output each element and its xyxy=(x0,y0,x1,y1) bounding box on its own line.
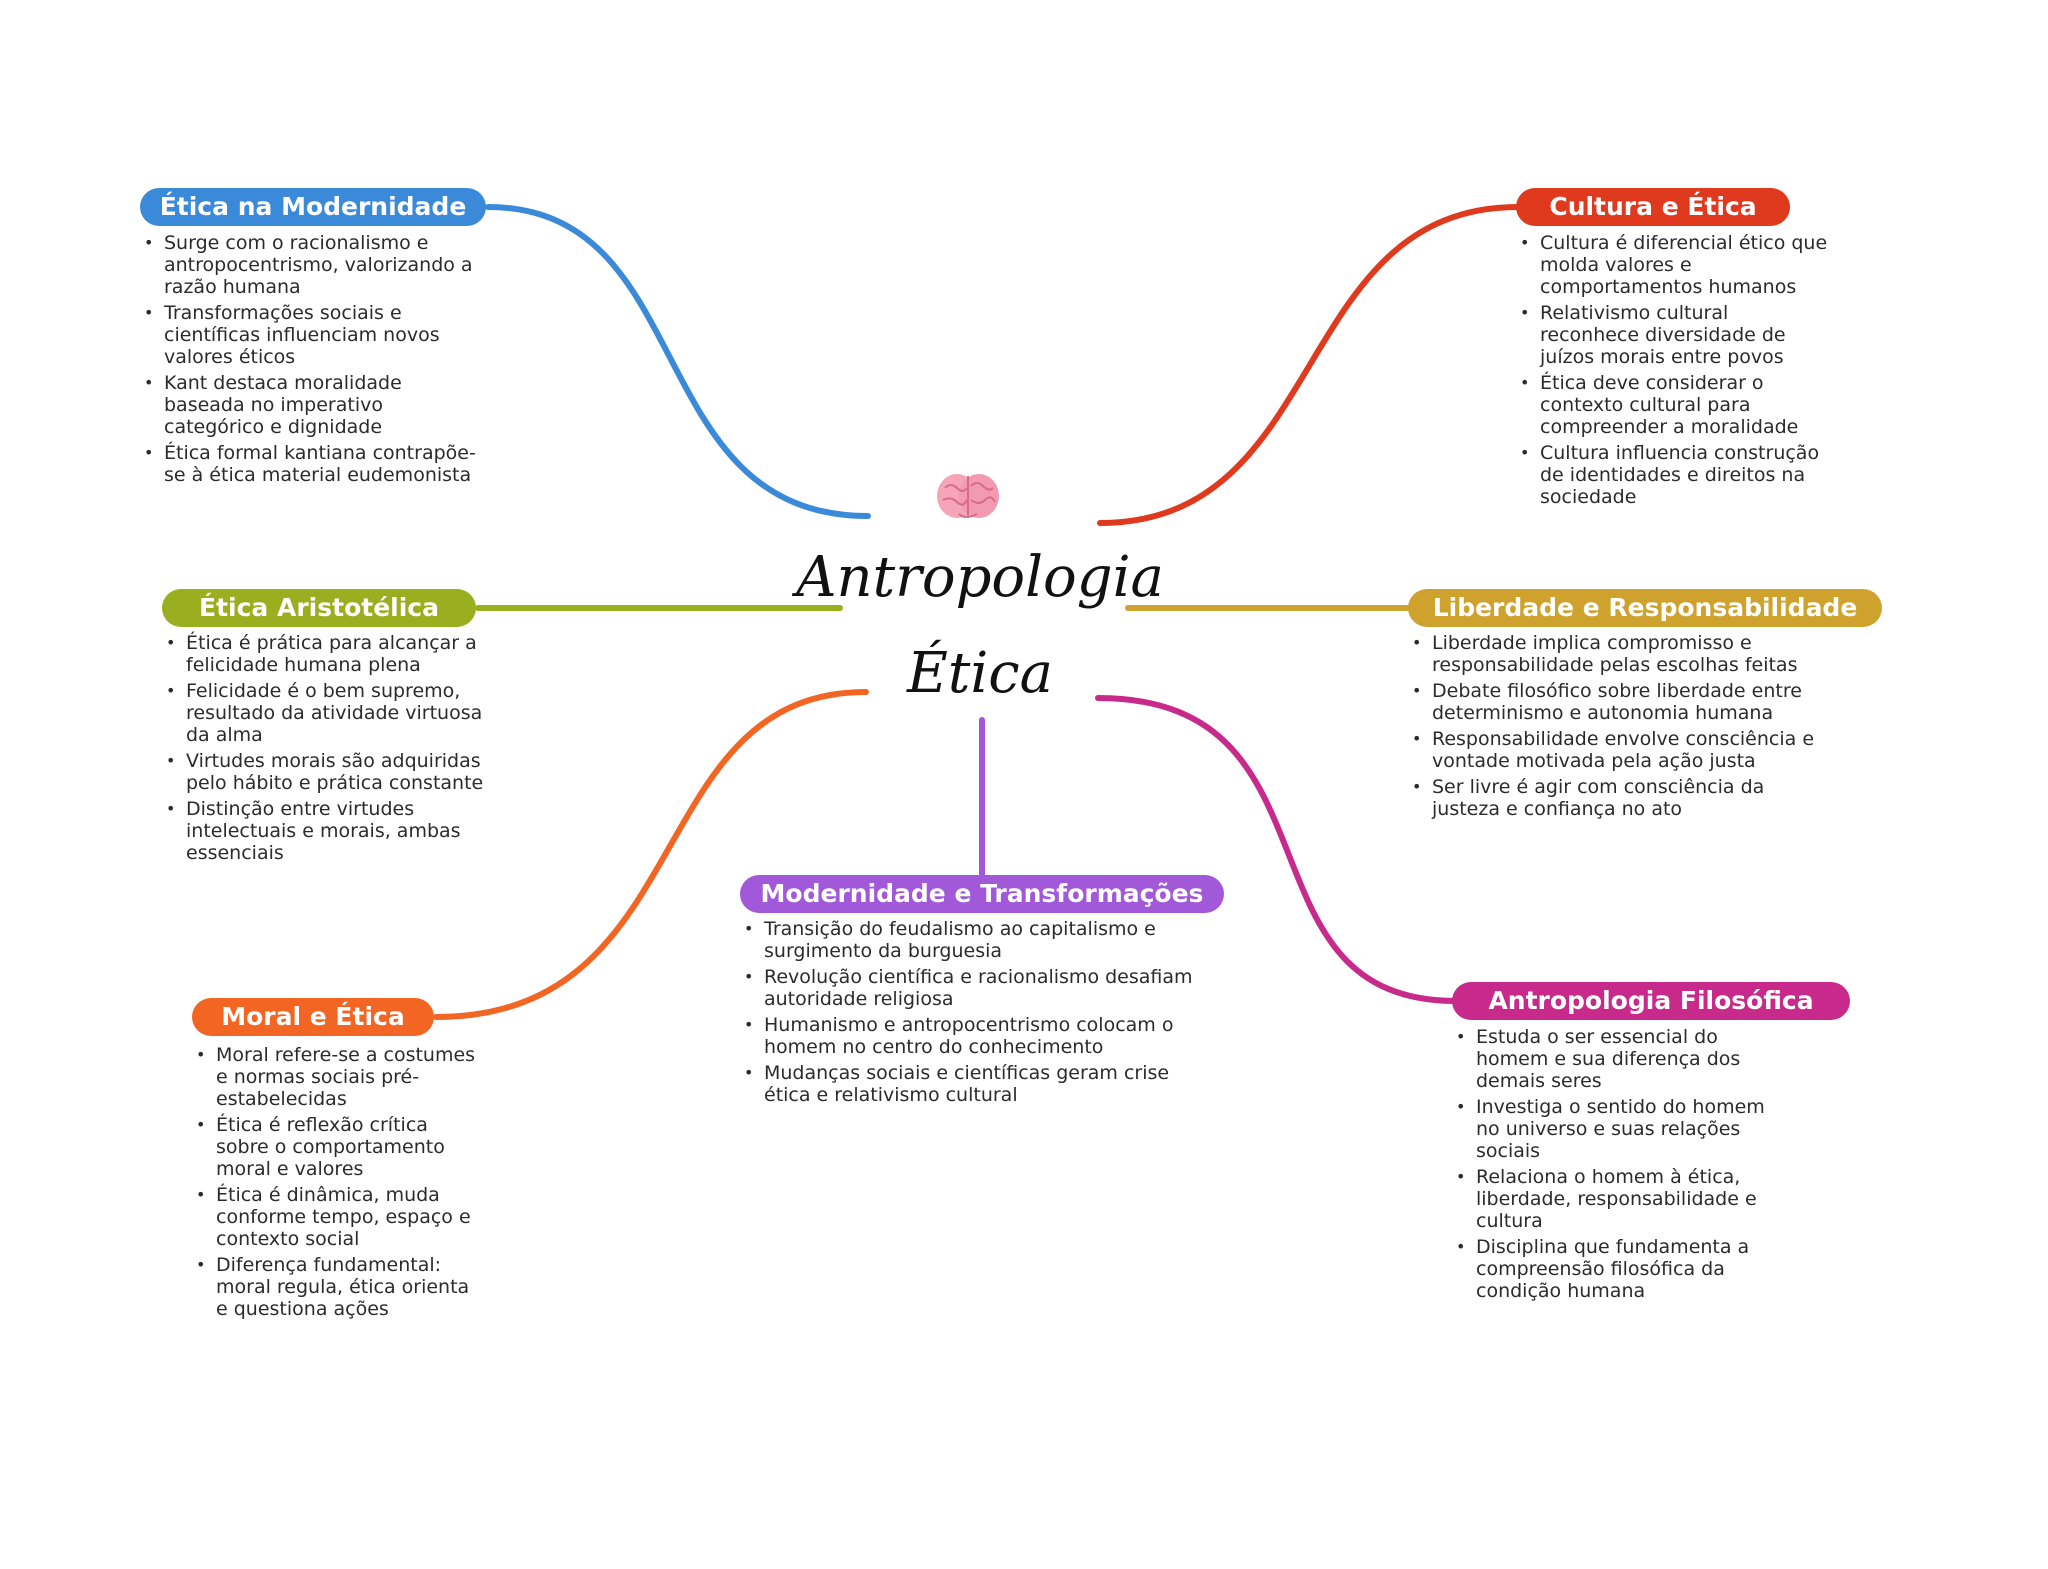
list-item: Ética é dinâmica, muda conforme tempo, e… xyxy=(194,1184,484,1250)
list-item: Ser livre é agir com consciência da just… xyxy=(1410,776,1830,820)
branch-moral-e-etica[interactable]: Moral e Ética xyxy=(192,998,434,1036)
branch-notes-moral-e-etica: Moral refere-se a costumes e normas soci… xyxy=(194,1044,484,1324)
list-item: Felicidade é o bem supremo, resultado da… xyxy=(164,680,494,746)
branch-title: Ética na Modernidade xyxy=(159,192,467,221)
list-item: Disciplina que fundamenta a compreensão … xyxy=(1454,1236,1784,1302)
list-item: Humanismo e antropocentrismo colocam o h… xyxy=(742,1014,1212,1058)
list-item: Debate filosófico sobre liberdade entre … xyxy=(1410,680,1830,724)
list-item: Responsabilidade envolve consciência e v… xyxy=(1410,728,1830,772)
central-title-line-1: Antropologia xyxy=(796,545,1164,610)
list-item: Kant destaca moralidade baseada no imper… xyxy=(142,372,482,438)
branch-etica-aristotelica[interactable]: Ética Aristotélica xyxy=(162,589,476,627)
central-title-line-2: Ética xyxy=(906,641,1054,706)
branch-notes-liberdade-e-responsabilidade: Liberdade implica compromisso e responsa… xyxy=(1410,632,1830,824)
list-item: Investiga o sentido do homem no universo… xyxy=(1454,1096,1784,1162)
list-item: Ética é reflexão crítica sobre o comport… xyxy=(194,1114,484,1180)
branch-notes-modernidade-e-transformacoes: Transição do feudalismo ao capitalismo e… xyxy=(742,918,1212,1110)
list-item: Transformações sociais e científicas inf… xyxy=(142,302,482,368)
list-item: Revolução científica e racionalismo desa… xyxy=(742,966,1212,1010)
list-item: Transição do feudalismo ao capitalismo e… xyxy=(742,918,1212,962)
branch-cultura-e-etica[interactable]: Cultura e Ética xyxy=(1516,188,1790,226)
list-item: Cultura é diferencial ético que molda va… xyxy=(1518,232,1830,298)
list-item: Cultura influencia construção de identid… xyxy=(1518,442,1830,508)
branch-notes-etica-aristotelica: Ética é prática para alcançar a felicida… xyxy=(164,632,494,868)
list-item: Ética formal kantiana contrapõe-se à éti… xyxy=(142,442,482,486)
list-item: Liberdade implica compromisso e responsa… xyxy=(1410,632,1830,676)
list-item: Distinção entre virtudes intelectuais e … xyxy=(164,798,494,864)
connector-etica-na-modernidade xyxy=(485,204,871,519)
list-item: Relativismo cultural reconhece diversida… xyxy=(1518,302,1830,368)
branch-title: Cultura e Ética xyxy=(1549,192,1757,221)
branch-notes-cultura-e-etica: Cultura é diferencial ético que molda va… xyxy=(1518,232,1830,512)
branch-liberdade-e-responsabilidade[interactable]: Liberdade e Responsabilidade xyxy=(1408,589,1882,627)
branch-title: Modernidade e Transformações xyxy=(760,879,1204,908)
list-item: Ética deve considerar o contexto cultura… xyxy=(1518,372,1830,438)
central-title: Antropologia Ética xyxy=(780,530,1180,722)
branch-title: Liberdade e Responsabilidade xyxy=(1432,593,1858,622)
branch-etica-na-modernidade[interactable]: Ética na Modernidade xyxy=(140,188,486,226)
list-item: Virtudes morais são adquiridas pelo hábi… xyxy=(164,750,494,794)
branch-modernidade-e-transformacoes[interactable]: Modernidade e Transformações xyxy=(740,875,1224,913)
list-item: Mudanças sociais e científicas geram cri… xyxy=(742,1062,1212,1106)
list-item: Ética é prática para alcançar a felicida… xyxy=(164,632,494,676)
branch-title: Moral e Ética xyxy=(221,1002,405,1031)
list-item: Estuda o ser essencial do homem e sua di… xyxy=(1454,1026,1784,1092)
connector-moral-e-etica xyxy=(433,689,869,1020)
brain-icon xyxy=(935,470,1001,527)
branch-title: Ética Aristotélica xyxy=(199,593,439,622)
list-item: Relaciona o homem à ética, liberdade, re… xyxy=(1454,1166,1784,1232)
branch-title: Antropologia Filosófica xyxy=(1488,986,1814,1015)
connector-antropologia-filosofica xyxy=(1095,695,1459,1004)
branch-notes-antropologia-filosofica: Estuda o ser essencial do homem e sua di… xyxy=(1454,1026,1784,1306)
list-item: Moral refere-se a costumes e normas soci… xyxy=(194,1044,484,1110)
branch-notes-etica-na-modernidade: Surge com o racionalismo e antropocentri… xyxy=(142,232,482,490)
list-item: Surge com o racionalismo e antropocentri… xyxy=(142,232,482,298)
branch-antropologia-filosofica[interactable]: Antropologia Filosófica xyxy=(1452,982,1850,1020)
connector-cultura-e-etica xyxy=(1097,204,1521,526)
list-item: Diferença fundamental: moral regula, éti… xyxy=(194,1254,484,1320)
